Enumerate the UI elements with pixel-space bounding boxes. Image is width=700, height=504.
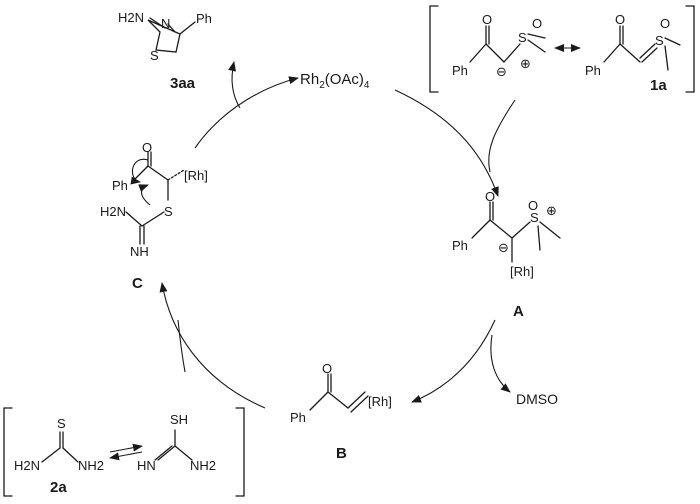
C-o: O (142, 140, 152, 155)
label-B: B (336, 445, 347, 462)
bracket-right (685, 5, 695, 93)
compound-C: Ph O [Rh] S H2N NH C (100, 140, 208, 292)
label-1a: 1a (650, 77, 667, 94)
A-s: S (530, 210, 539, 225)
cycle-arrows (159, 61, 516, 409)
arrow-B-to-C (159, 282, 266, 409)
compound-A: Ph O S O ⊕ ⊖ [Rh] A (452, 189, 561, 320)
2a-nh2-left: H2N (14, 458, 40, 473)
B-o: O (322, 361, 332, 376)
A-rh: [Rh] (510, 264, 534, 279)
A-minus: ⊖ (498, 240, 509, 255)
B-rh: [Rh] (368, 394, 392, 409)
arrow-thiourea-in (177, 319, 186, 373)
1a-plus: ⊕ (520, 56, 531, 71)
arrow-release-3aa (228, 61, 241, 109)
1a-o-right: O (615, 12, 625, 27)
2a-s: S (57, 416, 66, 431)
C-rh: [Rh] (184, 168, 208, 183)
label-2a: 2a (50, 479, 67, 496)
1a-ph-left: Ph (452, 63, 468, 78)
3aa-ph: Ph (196, 11, 212, 26)
C-curly-2 (138, 184, 151, 206)
1a-oy-left: O (532, 16, 542, 31)
bracket-left (429, 5, 439, 93)
3aa-s: S (150, 48, 159, 63)
1a-minus: ⊖ (496, 64, 507, 79)
label-3aa: 3aa (170, 75, 196, 92)
C-nh: NH (130, 244, 149, 259)
B-ph: Ph (290, 410, 306, 425)
label-A: A (513, 303, 524, 320)
compound-2a: S H2N NH2 SH HN NH2 2a (3, 407, 245, 497)
compound-B: Ph O [Rh] B (290, 361, 392, 462)
1a-o-left: O (482, 12, 492, 27)
bracket-2a-right (235, 407, 245, 497)
2a-sh: SH (170, 412, 188, 427)
C-ph: Ph (112, 178, 128, 193)
C-s: S (164, 204, 173, 219)
catalyst-label: Rh2(OAc)4 (300, 71, 370, 91)
3aa-n: N (161, 16, 170, 31)
arrow-ylide-in (488, 99, 516, 173)
A-ph: Ph (452, 238, 468, 253)
3aa-nh2: H2N (118, 10, 144, 25)
2a-hn: HN (137, 458, 156, 473)
compound-3aa: H2N N S Ph 3aa (118, 10, 212, 92)
A-plus: ⊕ (546, 203, 557, 218)
2a-nh2-taut: NH2 (190, 458, 216, 473)
byproduct-dmso: DMSO (516, 391, 558, 407)
label-C: C (132, 275, 143, 292)
C-nh2: H2N (100, 204, 126, 219)
A-os: O (528, 198, 538, 213)
1a-ph-right: Ph (585, 63, 601, 78)
1a-s-right: S (655, 33, 664, 48)
2a-nh2-right: NH2 (78, 458, 104, 473)
arrow-A-to-B (411, 319, 496, 403)
compound-1a: Ph O S O ⊖ ⊕ Ph O S O 1a (429, 5, 695, 94)
arrow-release-dmso (490, 334, 511, 393)
arrow-C-to-rh (194, 76, 299, 149)
A-o: O (485, 189, 495, 204)
bracket-2a-left (3, 407, 13, 497)
C-curly-1 (130, 158, 149, 185)
1a-s-left: S (518, 30, 527, 45)
arrow-rh-to-A (394, 89, 499, 197)
1a-oy-right: O (660, 16, 670, 31)
